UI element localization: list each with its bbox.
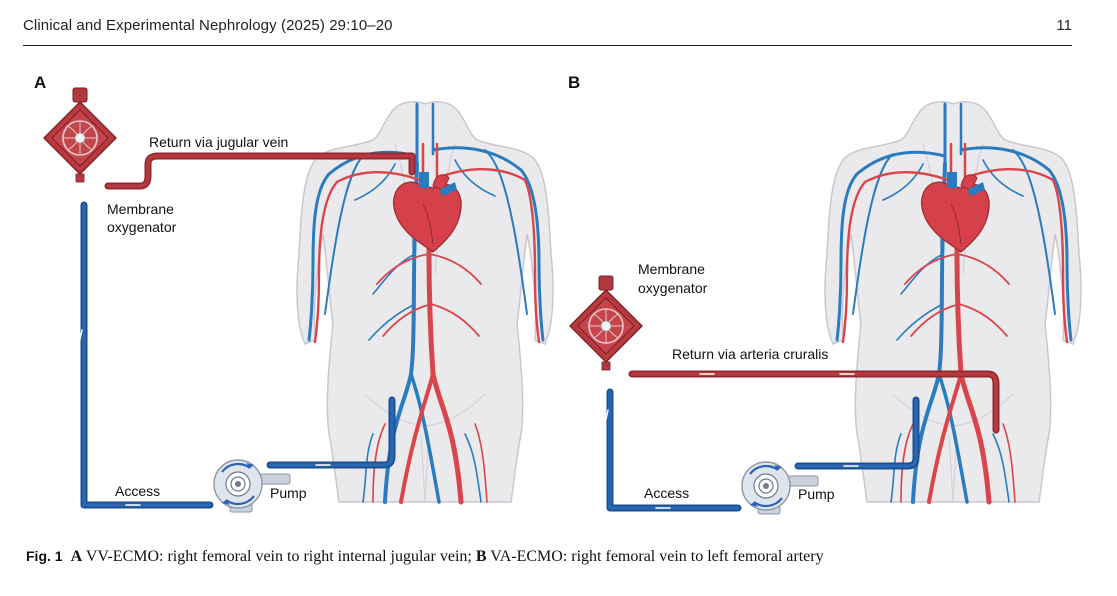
panel-b-return-label: Return via arteria cruralis — [672, 346, 828, 362]
panel-a-access-label: Access — [115, 483, 160, 499]
caption-part-b-label: B — [475, 548, 487, 565]
panel-b-access-line — [605, 388, 920, 512]
panel-a-oxygenator — [43, 87, 117, 183]
panel-a-return-label: Return via jugular vein — [149, 134, 288, 150]
panel-b-return-line — [628, 370, 1000, 434]
panel-a-oxygenator-label-2: oxygenator — [107, 219, 177, 235]
caption-fig-label: Fig. 1 — [26, 548, 63, 564]
panel-a-label: A — [34, 73, 46, 92]
page-number: 11 — [1056, 17, 1072, 34]
panel-b-oxygenator-label-1: Membrane — [638, 261, 705, 277]
panel-b-body — [824, 101, 1082, 502]
panel-a-access-line — [79, 201, 396, 509]
caption-part-b-text: VA-ECMO: right femoral vein to left femo… — [486, 548, 824, 565]
panel-b-label: B — [568, 73, 580, 92]
caption-part-a-text: VV-ECMO: right femoral vein to right int… — [82, 548, 476, 565]
panel-a-pump-label: Pump — [270, 485, 307, 501]
panel-b-oxygenator — [569, 275, 643, 371]
journal-citation: Clinical and Experimental Nephrology (20… — [23, 17, 393, 34]
panel-a-body — [296, 101, 554, 502]
panel-b-pump-label: Pump — [798, 486, 835, 502]
panel-b-access-label: Access — [644, 485, 689, 501]
figure-caption: Fig. 1 A VV-ECMO: right femoral vein to … — [26, 548, 824, 566]
panel-a-oxygenator-label-1: Membrane — [107, 201, 174, 217]
caption-part-a-label: A — [70, 548, 83, 565]
panel-a-return-line — [104, 152, 416, 190]
page-header: Clinical and Experimental Nephrology (20… — [23, 0, 1072, 46]
panel-b-oxygenator-label-2: oxygenator — [638, 280, 708, 296]
